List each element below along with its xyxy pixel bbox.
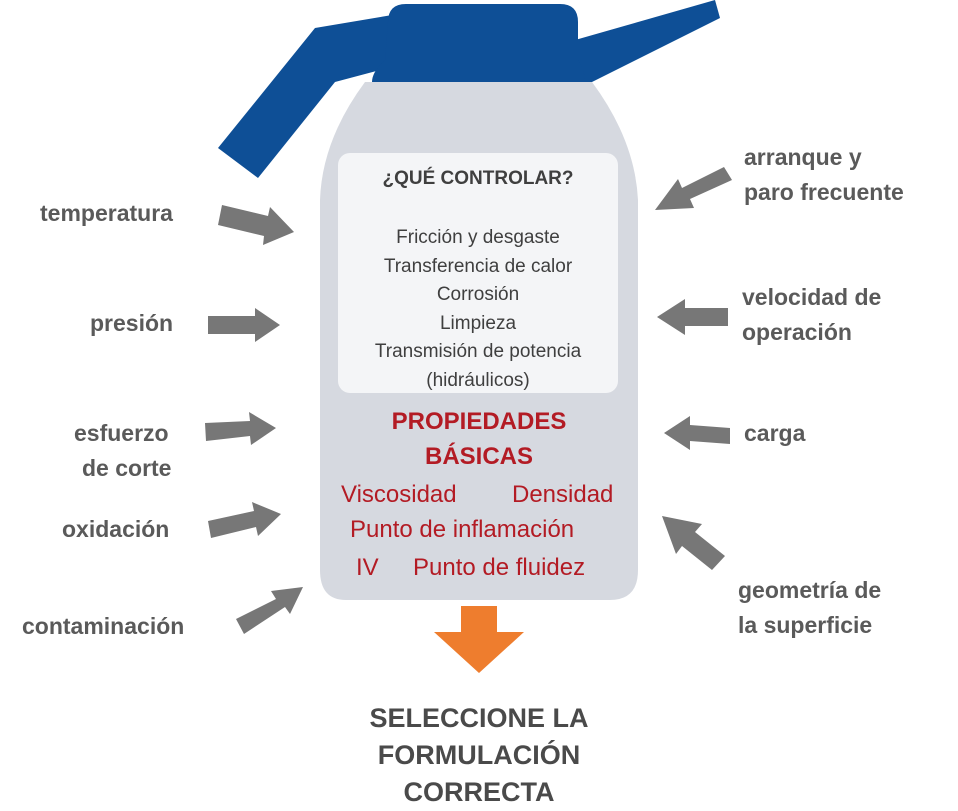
factor-presion: presión: [90, 310, 174, 336]
arrow-geometria: [662, 516, 725, 570]
control-item: Transferencia de calor: [383, 255, 573, 277]
control-item: Corrosión: [436, 284, 520, 306]
properties-title-line: BÁSICAS: [424, 443, 533, 470]
factor-contaminacion: contaminación: [22, 613, 185, 639]
factor-line: operación: [742, 319, 852, 345]
factor-line: la superficie: [738, 612, 873, 638]
bottle-spout: [218, 12, 410, 178]
bottle-cap: [372, 4, 585, 82]
arrow-temperatura: [218, 205, 294, 245]
properties-title: PROPIEDADES BÁSICAS: [320, 404, 638, 474]
factor-geometria-de-la-superficie: geometría de la superficie: [738, 573, 881, 643]
arrow-arranque: [655, 167, 732, 210]
property-punto-fluidez: Punto de fluidez: [413, 554, 586, 581]
factor-line: arranque y: [744, 144, 862, 170]
property-punto-inflamacion: Punto de inflamación: [350, 516, 575, 543]
factor-line: de corte: [82, 455, 172, 481]
result-line: SELECCIONE LA: [369, 703, 589, 733]
control-item: Limpieza: [439, 312, 517, 334]
factor-arranque-y-paro: arranque y paro frecuente: [744, 140, 904, 210]
factor-carga: carga: [744, 420, 806, 446]
arrow-contaminacion: [236, 587, 303, 634]
arrow-carga: [664, 416, 730, 450]
arrow-esfuerzo: [205, 412, 276, 445]
property-iv: IV: [356, 554, 379, 581]
control-list: Fricción y desgaste Transferencia de cal…: [340, 224, 616, 396]
result-line: CORRECTA: [403, 777, 555, 807]
arrow-oxidacion: [208, 502, 281, 538]
factor-esfuerzo-de-corte: esfuerzo de corte: [74, 416, 171, 486]
arrow-presion: [208, 308, 280, 342]
factor-temperatura: temperatura: [40, 200, 173, 226]
result-line: FORMULACIÓN: [377, 740, 581, 770]
control-item: Fricción y desgaste: [396, 227, 560, 248]
result-down-arrow: [434, 606, 524, 673]
factor-line: geometría de: [738, 577, 882, 603]
factor-line: paro frecuente: [744, 179, 904, 205]
control-item: (hidráulicos): [426, 369, 530, 391]
factor-line: esfuerzo: [74, 420, 169, 446]
factor-line: velocidad de: [742, 284, 882, 310]
result-text: SELECCIONE LA FORMULACIÓN CORRECTA: [240, 700, 718, 811]
bottle-spout-tip: [540, 0, 720, 88]
factor-velocidad-de-operacion: velocidad de operación: [742, 280, 881, 350]
control-item: Transmisión de potencia: [374, 341, 582, 363]
property-viscosidad: Viscosidad: [341, 481, 457, 508]
arrow-velocidad: [657, 299, 728, 335]
control-panel: [338, 153, 618, 393]
control-title: ¿QUÉ CONTROLAR?: [382, 168, 574, 189]
factor-oxidacion: oxidación: [62, 516, 170, 542]
property-densidad: Densidad: [512, 481, 614, 508]
properties-title-line: PROPIEDADES: [391, 408, 567, 435]
